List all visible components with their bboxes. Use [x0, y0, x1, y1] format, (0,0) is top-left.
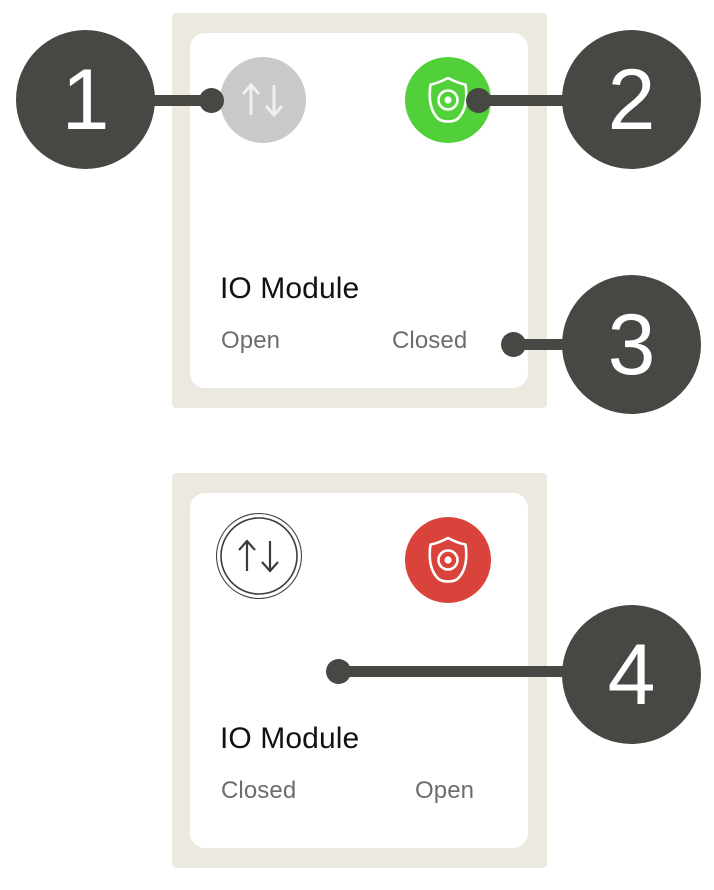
- callout-badge-4: 4: [562, 605, 701, 744]
- callout-4-leader-line: [336, 666, 572, 677]
- callout-4-leader-dot: [326, 659, 351, 684]
- callout-badge-1: 1: [16, 30, 155, 169]
- callout-1-leader-line: [148, 95, 218, 106]
- callout-badge-3: 3: [562, 275, 701, 414]
- shield-sensor-icon[interactable]: [405, 517, 491, 603]
- card-2-title: IO Module: [220, 722, 360, 755]
- callout-2-leader-line: [476, 95, 568, 106]
- callout-3-leader-dot: [501, 332, 526, 357]
- up-down-arrows-icon[interactable]: [216, 513, 302, 599]
- card-2-left-status: Closed: [221, 777, 297, 804]
- callout-1-leader-dot: [199, 88, 224, 113]
- callout-3-leader-line: [512, 339, 570, 350]
- callout-2-leader-dot: [466, 88, 491, 113]
- shield-sensor-icon[interactable]: [405, 57, 491, 143]
- up-down-arrows-icon[interactable]: [220, 57, 306, 143]
- card-1-right-status: Closed: [392, 327, 468, 354]
- card-1-title: IO Module: [220, 272, 360, 305]
- callout-badge-2: 2: [562, 30, 701, 169]
- card-1-left-status: Open: [221, 327, 281, 354]
- card-2-right-status: Open: [415, 777, 475, 804]
